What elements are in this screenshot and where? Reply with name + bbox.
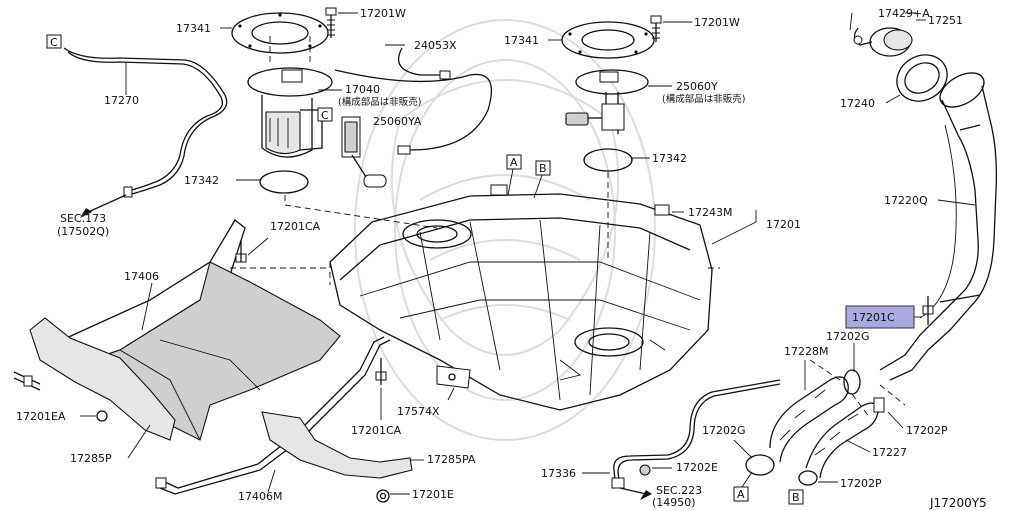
gasket-17240[interactable]	[888, 46, 955, 110]
label-17240[interactable]: 17240	[840, 97, 875, 110]
label-17201[interactable]: 17201	[766, 218, 801, 231]
label-25060Y[interactable]: 25060Y	[676, 80, 718, 93]
clamp-17202G-lower[interactable]	[745, 454, 775, 476]
clamp-17202P-upper[interactable]	[873, 397, 885, 413]
fuel-cap-17429A[interactable]	[853, 27, 873, 46]
strap-17406M[interactable]	[155, 336, 391, 495]
sender-unit-25060YA[interactable]	[341, 116, 387, 188]
o-ring-17342-left[interactable]	[259, 170, 309, 194]
label-17201E[interactable]: 17201E	[412, 488, 454, 501]
callout-B-label-bottom: B	[792, 491, 800, 504]
gasket-17341-center[interactable]	[561, 21, 655, 59]
label-17342-left[interactable]: 17342	[184, 174, 219, 187]
filler-cap-17251[interactable]	[869, 27, 913, 57]
insulator-17285PA[interactable]	[261, 411, 413, 479]
label-17429A[interactable]: 17429+A	[878, 7, 930, 20]
label-17201C[interactable]: 17201C	[852, 311, 895, 324]
clip-17202E[interactable]	[639, 464, 651, 476]
callout-C-module: C	[317, 107, 333, 122]
label-17201CA-upper[interactable]: 17201CA	[270, 220, 321, 233]
bolt-17201EA[interactable]	[13, 371, 108, 422]
label-17285PA[interactable]: 17285PA	[427, 453, 476, 466]
tube-17336[interactable]	[611, 379, 781, 489]
gasket-17341-left[interactable]	[231, 12, 329, 54]
callout-A-label: A	[510, 156, 518, 169]
nut-17201E[interactable]	[376, 489, 390, 503]
label-17202P-lower[interactable]: 17202P	[840, 477, 882, 490]
label-17220Q[interactable]: 17220Q	[884, 194, 928, 207]
bolt-17201CA-upper[interactable]	[235, 240, 247, 263]
label-17202G-lower[interactable]: 17202G	[702, 424, 746, 437]
label-25060Y-note: (構成部品は非販売)	[662, 93, 745, 105]
label-17342-center[interactable]: 17342	[652, 152, 687, 165]
bolt-17201W-center[interactable]	[650, 15, 662, 42]
bolt-17201CA-lower[interactable]	[375, 358, 387, 385]
callout-A-label-bottom: A	[737, 488, 745, 501]
label-17251[interactable]: 17251	[928, 14, 963, 27]
label-17040-note: (構成部品は非販売)	[338, 96, 421, 108]
label-17201EA[interactable]: 17201EA	[16, 410, 66, 423]
bolt-17201C[interactable]	[922, 296, 934, 325]
callout-C-top: C	[46, 34, 62, 49]
tube-17270[interactable]	[63, 47, 228, 198]
hose-17228M[interactable]	[769, 376, 849, 463]
label-17336[interactable]: 17336	[541, 467, 576, 480]
heat-shield-17406[interactable]	[38, 219, 341, 441]
label-17574X[interactable]: 17574X	[397, 405, 440, 418]
label-25060YA[interactable]: 25060YA	[373, 115, 422, 128]
callout-A-bottom: A	[733, 486, 749, 502]
label-17202G-upper[interactable]: 17202G	[826, 330, 870, 343]
label-17228M[interactable]: 17228M	[784, 345, 828, 358]
callout-B-tank: B	[535, 160, 551, 176]
label-17243M[interactable]: 17243M	[688, 206, 732, 219]
label-sec173-ref: (17502Q)	[57, 225, 109, 238]
label-17406[interactable]: 17406	[124, 270, 159, 283]
callout-B-bottom: B	[788, 489, 804, 505]
label-17227[interactable]: 17227	[872, 446, 907, 459]
callout-A-tank: A	[506, 154, 522, 170]
label-17201W-left[interactable]: 17201W	[360, 7, 406, 20]
callout-B-label: B	[539, 162, 547, 175]
label-sec173[interactable]: SEC.173	[60, 212, 106, 225]
bracket-17574X[interactable]	[436, 365, 471, 389]
label-17040[interactable]: 17040	[345, 83, 380, 96]
label-17270[interactable]: 17270	[104, 94, 139, 107]
label-17341-center[interactable]: 17341	[504, 34, 539, 47]
label-17341-left[interactable]: 17341	[176, 22, 211, 35]
fuel-tank-17201[interactable]	[329, 184, 713, 411]
label-sec223[interactable]: SEC.223	[656, 484, 702, 497]
label-17202P-upper[interactable]: 17202P	[906, 424, 948, 437]
label-17201CA-lower[interactable]: 17201CA	[351, 424, 402, 437]
label-17202E[interactable]: 17202E	[676, 461, 718, 474]
arrow-sec223-icon	[640, 490, 652, 500]
watermark-emblem	[354, 19, 656, 441]
label-17201W-center[interactable]: 17201W	[694, 16, 740, 29]
bolt-17201W-left[interactable]	[325, 7, 337, 38]
callout-C-label-2: C	[321, 109, 329, 122]
filler-tube-17220Q[interactable]	[879, 66, 998, 381]
insulator-17285P[interactable]	[29, 317, 176, 441]
diagram-id: J17200Y5	[929, 496, 987, 510]
clamp-17202P-lower[interactable]	[798, 470, 818, 486]
sender-unit-25060Y[interactable]	[565, 69, 649, 134]
o-ring-17342-center[interactable]	[583, 148, 633, 172]
callout-C-label: C	[50, 36, 58, 49]
label-17285P[interactable]: 17285P	[70, 452, 112, 465]
harness-24053X[interactable]	[334, 47, 493, 155]
pump-module-17040[interactable]	[247, 67, 333, 158]
label-sec223-ref: (14950)	[652, 496, 696, 509]
label-24053X[interactable]: 24053X	[414, 39, 457, 52]
label-17406M[interactable]: 17406M	[238, 490, 282, 503]
